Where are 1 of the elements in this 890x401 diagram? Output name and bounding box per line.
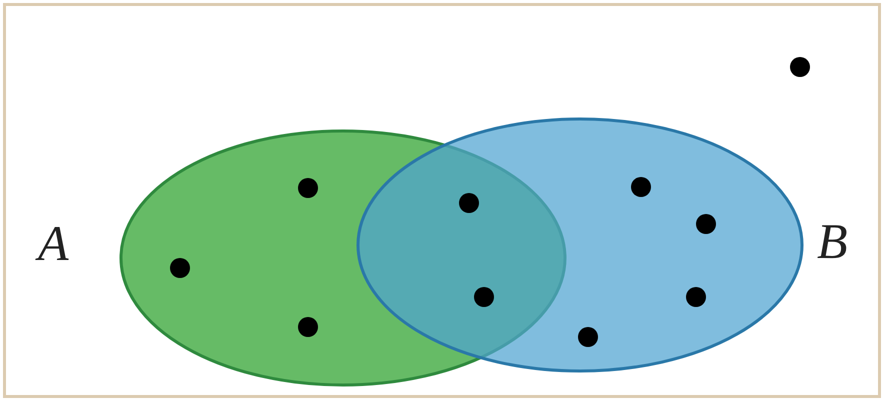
set-label: B — [817, 216, 848, 266]
